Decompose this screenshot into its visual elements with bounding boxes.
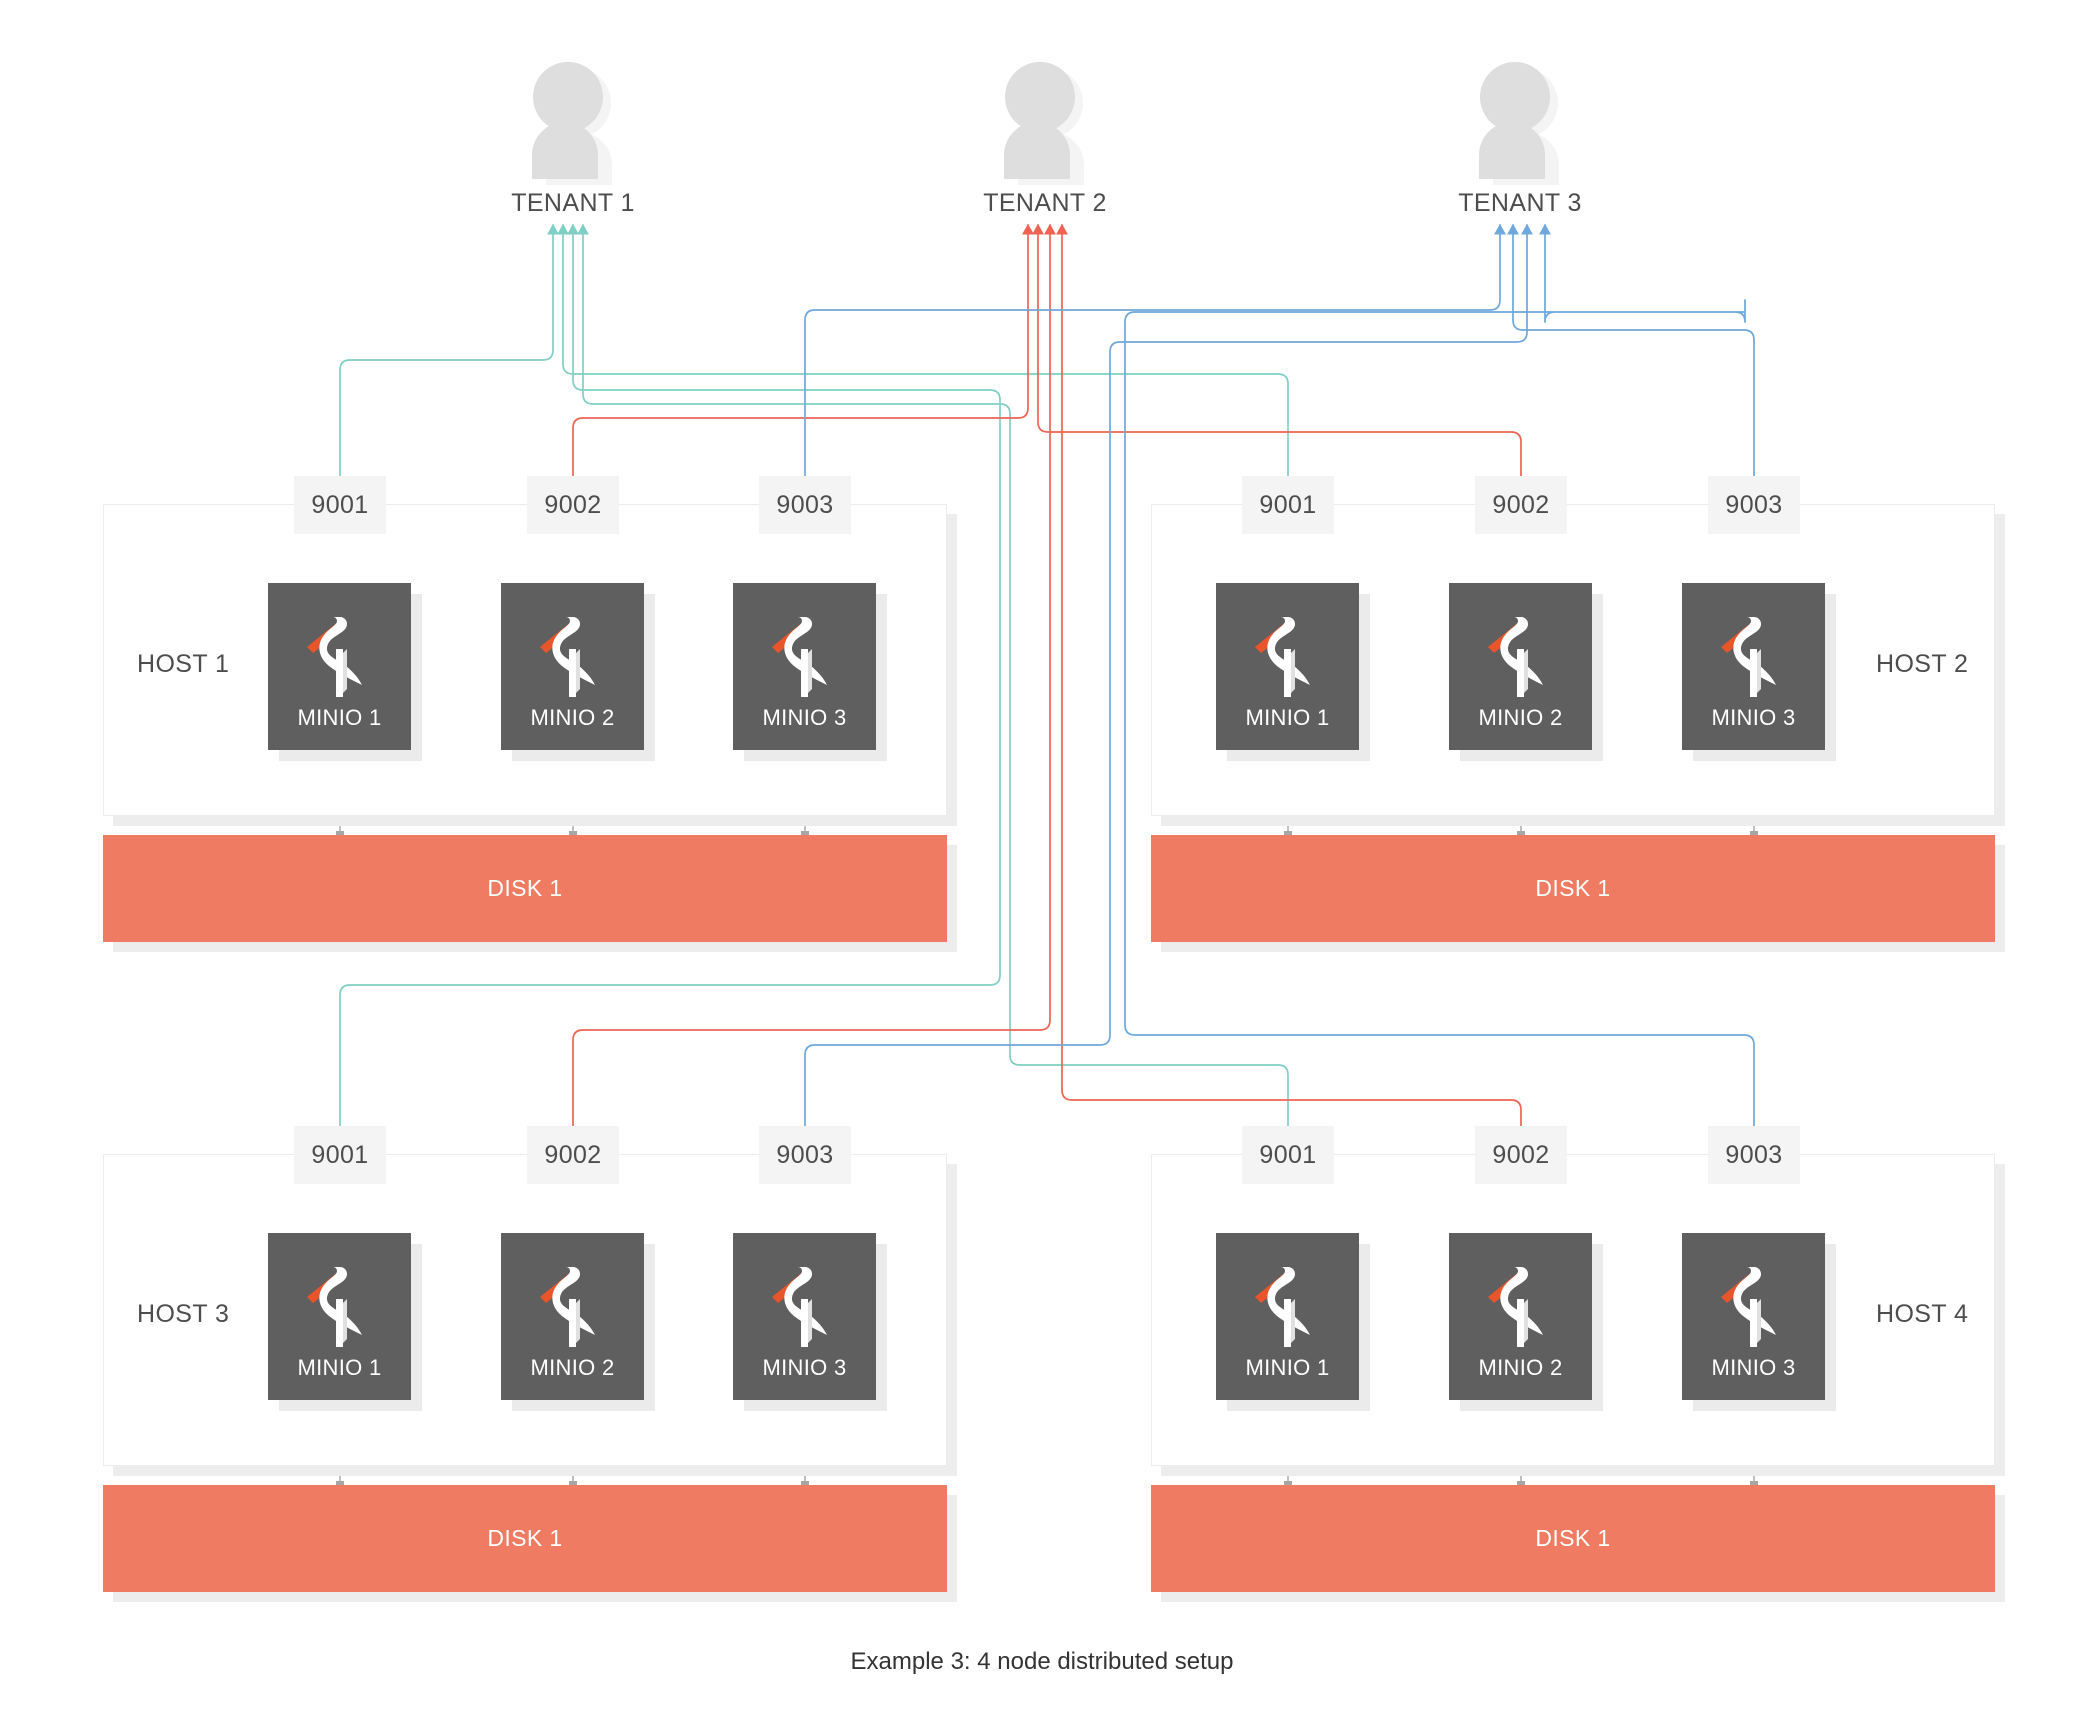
minio-flamingo-icon xyxy=(771,617,827,697)
user-icon xyxy=(508,55,638,189)
port-chip-9002-host4: 9002 xyxy=(1475,1126,1567,1184)
port-chip-9003-host2: 9003 xyxy=(1708,476,1800,534)
minio-node-label: MINIO 3 xyxy=(762,1355,847,1380)
disk-host-3: DISK 1 xyxy=(103,1485,947,1592)
minio-node-host2-1[interactable]: MINIO 1 xyxy=(1216,583,1359,750)
disk-host-4: DISK 1 xyxy=(1151,1485,1995,1592)
disk-host-1: DISK 1 xyxy=(103,835,947,942)
tenant-label: TENANT 1 xyxy=(511,189,635,217)
host-4-label: HOST 4 xyxy=(1876,1300,1969,1328)
minio-node-label: MINIO 1 xyxy=(1245,705,1330,730)
tenant-2[interactable]: TENANT 2 xyxy=(935,55,1155,218)
diagram-caption: Example 3: 4 node distributed setup xyxy=(850,1648,1234,1675)
port-chip-9001-host3: 9001 xyxy=(294,1126,386,1184)
host-3-label: HOST 3 xyxy=(137,1300,230,1328)
user-icon xyxy=(980,55,1110,189)
port-chip-9003-host1: 9003 xyxy=(759,476,851,534)
port-chip-9001-host4: 9001 xyxy=(1242,1126,1334,1184)
minio-node-host1-1[interactable]: MINIO 1 xyxy=(268,583,411,750)
minio-node-label: MINIO 1 xyxy=(297,705,382,730)
user-icon xyxy=(1455,55,1585,189)
minio-flamingo-icon xyxy=(306,617,362,697)
minio-node-label: MINIO 1 xyxy=(297,1355,382,1380)
minio-flamingo-icon xyxy=(1487,1267,1543,1347)
host-1-label: HOST 1 xyxy=(137,650,230,678)
port-chip-9001-host2: 9001 xyxy=(1242,476,1334,534)
minio-flamingo-icon xyxy=(1720,617,1776,697)
minio-node-label: MINIO 1 xyxy=(1245,1355,1330,1380)
port-chip-9003-host4: 9003 xyxy=(1708,1126,1800,1184)
minio-flamingo-icon xyxy=(539,1267,595,1347)
host-2-label: HOST 2 xyxy=(1876,650,1969,678)
minio-node-host2-2[interactable]: MINIO 2 xyxy=(1449,583,1592,750)
minio-node-host4-2[interactable]: MINIO 2 xyxy=(1449,1233,1592,1400)
minio-node-host1-2[interactable]: MINIO 2 xyxy=(501,583,644,750)
minio-node-label: MINIO 2 xyxy=(1478,705,1563,730)
port-chip-9003-host3: 9003 xyxy=(759,1126,851,1184)
minio-node-label: MINIO 2 xyxy=(1478,1355,1563,1380)
minio-flamingo-icon xyxy=(1254,617,1310,697)
minio-node-host1-3[interactable]: MINIO 3 xyxy=(733,583,876,750)
minio-node-label: MINIO 2 xyxy=(530,1355,615,1380)
minio-node-label: MINIO 3 xyxy=(1711,1355,1796,1380)
port-chip-9002-host2: 9002 xyxy=(1475,476,1567,534)
minio-node-host4-3[interactable]: MINIO 3 xyxy=(1682,1233,1825,1400)
minio-node-host4-1[interactable]: MINIO 1 xyxy=(1216,1233,1359,1400)
tenant-label: TENANT 3 xyxy=(1458,189,1582,217)
port-chip-9002-host1: 9002 xyxy=(527,476,619,534)
minio-flamingo-icon xyxy=(1720,1267,1776,1347)
minio-flamingo-icon xyxy=(1254,1267,1310,1347)
minio-node-host3-3[interactable]: MINIO 3 xyxy=(733,1233,876,1400)
minio-flamingo-icon xyxy=(1487,617,1543,697)
tenant-1[interactable]: TENANT 1 xyxy=(463,55,683,218)
minio-node-label: MINIO 2 xyxy=(530,705,615,730)
disk-host-2: DISK 1 xyxy=(1151,835,1995,942)
minio-node-label: MINIO 3 xyxy=(1711,705,1796,730)
minio-flamingo-icon xyxy=(539,617,595,697)
port-chip-9001-host1: 9001 xyxy=(294,476,386,534)
minio-node-label: MINIO 3 xyxy=(762,705,847,730)
tenant-label: TENANT 2 xyxy=(983,189,1107,217)
minio-node-host2-3[interactable]: MINIO 3 xyxy=(1682,583,1825,750)
minio-node-host3-1[interactable]: MINIO 1 xyxy=(268,1233,411,1400)
tenant-3[interactable]: TENANT 3 xyxy=(1410,55,1630,218)
minio-flamingo-icon xyxy=(771,1267,827,1347)
minio-node-host3-2[interactable]: MINIO 2 xyxy=(501,1233,644,1400)
port-chip-9002-host3: 9002 xyxy=(527,1126,619,1184)
minio-flamingo-icon xyxy=(306,1267,362,1347)
